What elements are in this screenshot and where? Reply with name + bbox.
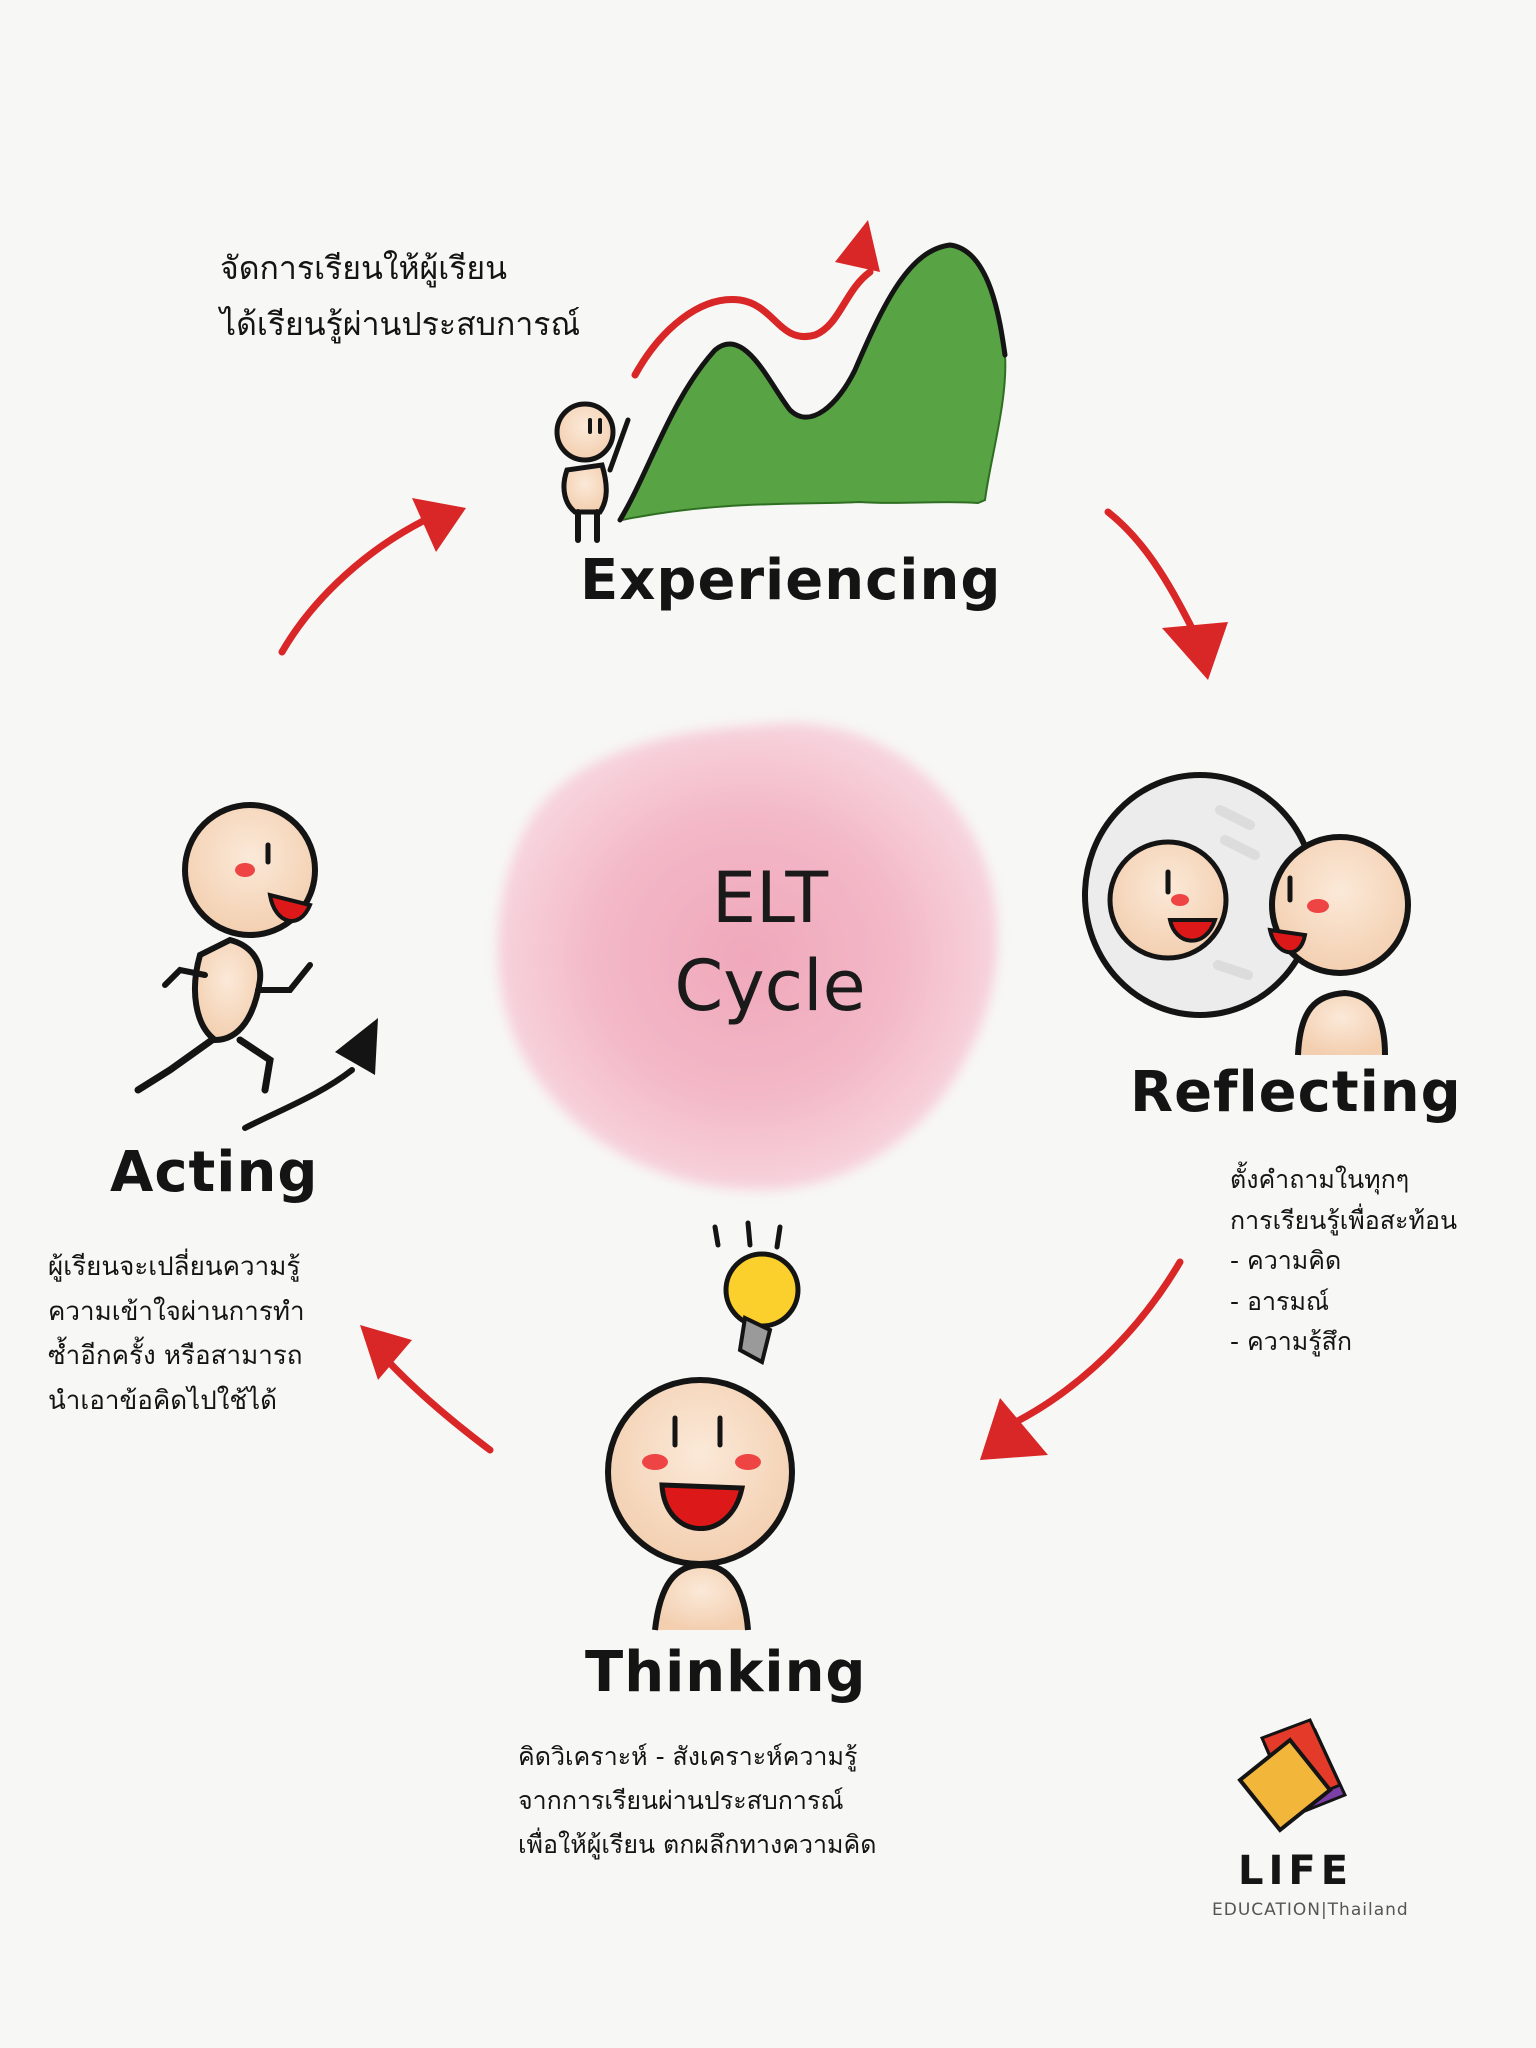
reflection-face [1107,839,1229,961]
experiencing-illustration [554,220,1008,543]
thinking-description: คิดวิเคราะห์ - สังเคราะห์ความรู้ จากการเ… [518,1735,876,1866]
reflecting-description-line: - ความรู้สึก [1230,1327,1353,1356]
thinking-description-line: จากการเรียนผ่านประสบการณ์ [518,1785,844,1815]
logo-subtitle: EDUCATION|Thailand [1212,1900,1409,1920]
running-person-icon [134,802,318,1094]
center-title-line1: ELT [711,857,829,939]
cycle-arrows [278,498,1228,1460]
arrow-thinking-to-acting [360,1325,494,1454]
acting-description: ผู้เรียนจะเปลี่ยนความรู้ ความเข้าใจผ่านก… [48,1245,305,1424]
thinking-title: Thinking [585,1640,867,1705]
reflecting-description-line: ตั้งคำถามในทุกๆ [1230,1165,1410,1194]
thinking-illustration [605,1220,801,1631]
center-title: ELT Cycle [600,855,940,1030]
reflecting-illustration [1082,772,1411,1056]
acting-title: Acting [110,1140,319,1205]
thinking-description-line: คิดวิเคราะห์ - สังเคราะห์ความรู้ [518,1742,858,1771]
acting-description-line: นำเอาข้อคิดไปใช้ได้ [48,1386,278,1417]
acting-description-line: ผู้เรียนจะเปลี่ยนความรู้ [48,1252,301,1282]
mountain-icon [620,243,1007,522]
lightbulb-icon [712,1220,801,1365]
step-up-arrow-icon [242,1018,378,1131]
acting-illustration [134,802,378,1131]
acting-description-line: ความเข้าใจผ่านการทำ [48,1296,305,1327]
reflecting-person [1267,834,1411,1056]
reflecting-description: ตั้งคำถามในทุกๆ การเรียนรู้เพื่อสะท้อน -… [1230,1160,1457,1363]
life-logo-icon [1237,1718,1348,1833]
arrow-experiencing-to-reflecting [1104,508,1228,680]
center-blob [497,722,998,1191]
experiencing-description: จัดการเรียนให้ผู้เรียน ได้เรียนรู้ผ่านปร… [220,240,580,352]
thinking-description-line: เพื่อให้ผู้เรียน ตกผลึกทางความคิด [518,1829,877,1859]
up-trend-arrow-icon [631,268,874,379]
center-title-line2: Cycle [674,944,866,1027]
reflecting-title: Reflecting [1130,1060,1462,1125]
reflecting-description-line: - ความคิด [1230,1246,1342,1275]
acting-description-line: ซ้ำอีกครั้ง หรือสามารถ [48,1341,303,1372]
logo-name: LIFE [1238,1848,1354,1894]
small-person-icon [554,401,631,543]
experiencing-description-line: ได้เรียนรู้ผ่านประสบการณ์ [220,305,581,343]
thinking-person [605,1377,795,1631]
experiencing-title: Experiencing [580,548,1002,613]
reflecting-description-line: การเรียนรู้เพื่อสะท้อน [1230,1205,1458,1235]
experiencing-description-line: จัดการเรียนให้ผู้เรียน [220,249,508,287]
arrow-acting-to-experiencing [278,498,466,656]
reflecting-description-line: - อารมณ์ [1230,1286,1330,1316]
arrow-reflecting-to-thinking [980,1258,1184,1460]
